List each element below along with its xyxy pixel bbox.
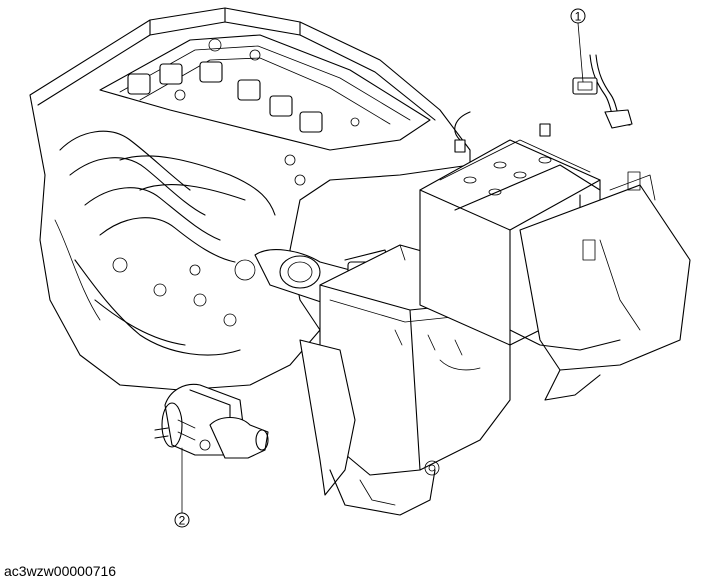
ignition-coils bbox=[127, 38, 360, 186]
starter-motor bbox=[154, 383, 269, 459]
intake-manifold bbox=[54, 130, 276, 356]
callout-1-circle bbox=[570, 8, 586, 24]
relay-connector bbox=[572, 54, 633, 129]
engine-assembly bbox=[29, 7, 471, 391]
battery-tray bbox=[509, 171, 691, 401]
callout-1: 1 bbox=[570, 8, 586, 83]
callout-1-leader bbox=[577, 22, 584, 83]
callout-2-label: 2 bbox=[179, 514, 186, 528]
callout-1-label: 1 bbox=[575, 10, 582, 24]
callout-2: 2 bbox=[174, 447, 190, 528]
callout-2-circle bbox=[174, 512, 190, 528]
figure-id-caption: ac3wzw00000716 bbox=[4, 563, 117, 579]
